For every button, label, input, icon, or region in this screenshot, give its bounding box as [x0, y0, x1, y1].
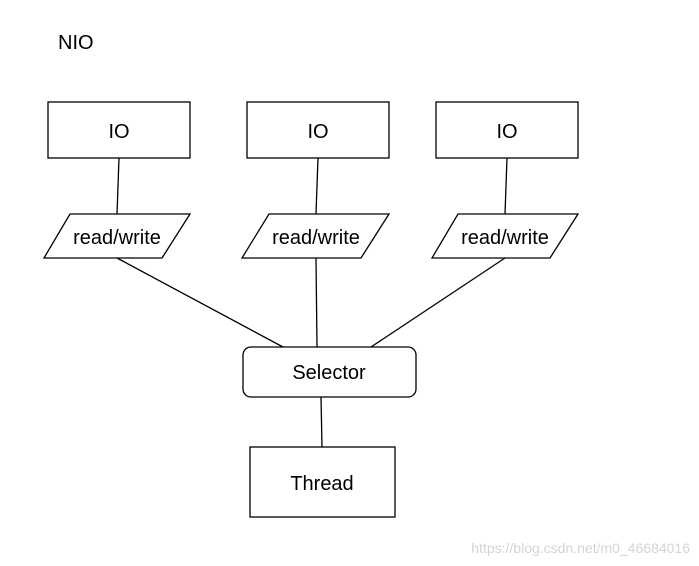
- thread-node: Thread: [249, 446, 396, 518]
- thread-node-label: Thread: [290, 473, 353, 495]
- rw-node-1: read/write: [42, 213, 192, 259]
- selector-node-label: Selector: [292, 362, 366, 384]
- edge-io-2-to-rw-2: [315, 157, 319, 215]
- io-node-1: IO: [47, 101, 191, 159]
- io-node-3: IO: [435, 101, 579, 159]
- edge-rw-2-to-selector: [315, 257, 318, 348]
- io-node-2-label: IO: [307, 121, 328, 143]
- rw-node-3-label: read/write: [461, 227, 549, 249]
- edge-io-1-to-rw-1: [116, 157, 120, 215]
- edge-rw-3-to-selector: [370, 257, 506, 348]
- rw-node-1-label: read/write: [73, 227, 161, 249]
- rw-node-2-label: read/write: [272, 227, 360, 249]
- diagram-title: NIO: [58, 32, 94, 54]
- watermark: https://blog.csdn.net/m0_46684016: [471, 540, 690, 556]
- io-node-2: IO: [246, 101, 390, 159]
- edge-rw-1-to-selector: [116, 257, 284, 348]
- edge-selector-to-thread: [320, 396, 323, 448]
- io-node-3-label: IO: [496, 121, 517, 143]
- rw-node-3: read/write: [430, 213, 580, 259]
- selector-node: Selector: [242, 346, 417, 398]
- io-node-1-label: IO: [108, 121, 129, 143]
- rw-node-2: read/write: [240, 213, 391, 259]
- edge-io-3-to-rw-3: [504, 157, 508, 215]
